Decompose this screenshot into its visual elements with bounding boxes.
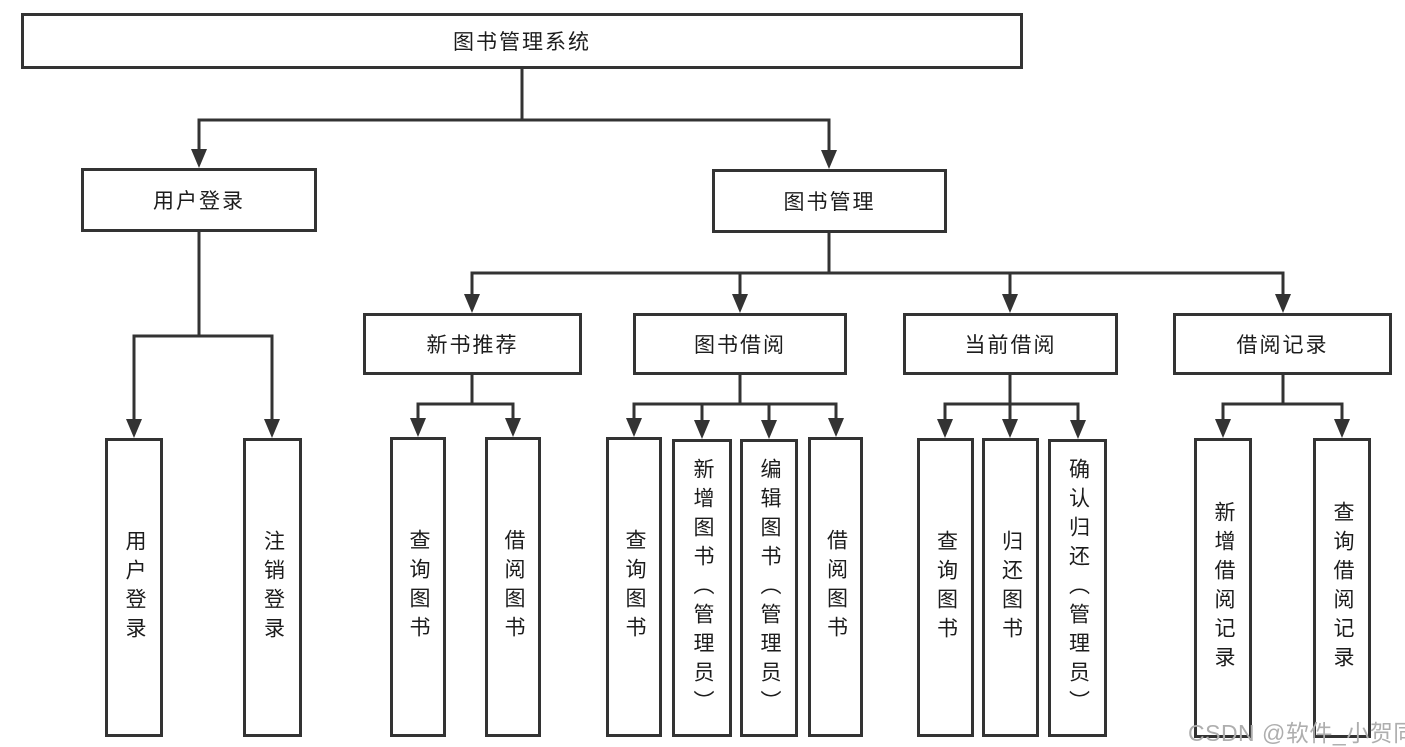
node-label: 用户登录: [153, 190, 245, 213]
node-label: 查询图书: [934, 529, 958, 646]
node-label: 注销登录: [261, 529, 285, 646]
node-label: 当前借阅: [964, 334, 1057, 357]
node-label: 查询图书: [407, 529, 430, 645]
node-book-borrow: 图书借阅: [633, 313, 847, 375]
node-label: 确认归还（管理员）: [1066, 457, 1090, 719]
node-label: 新增图书（管理员）: [691, 457, 714, 719]
leaf-cb-confirm-return-admin: 确认归还（管理员）: [1048, 439, 1107, 737]
node-label: 借阅图书: [502, 529, 525, 645]
leaf-bb-query-books: 查询图书: [606, 437, 662, 737]
node-label: 归还图书: [999, 529, 1023, 646]
leaf-cb-query-books: 查询图书: [917, 438, 974, 737]
node-label: 借阅记录: [1236, 334, 1329, 357]
node-label: 查询借阅记录: [1331, 501, 1354, 675]
node-book-management: 图书管理: [712, 169, 947, 233]
leaf-bb-add-books-admin: 新增图书（管理员）: [672, 439, 732, 737]
node-label: 图书管理系统: [453, 31, 591, 54]
leaf-logout: 注销登录: [243, 438, 302, 737]
node-label: 新书推荐: [426, 334, 519, 357]
leaf-br-add-record: 新增借阅记录: [1194, 438, 1252, 738]
node-label: 查询图书: [623, 529, 646, 645]
leaf-bb-edit-books-admin: 编辑图书（管理员）: [740, 439, 798, 737]
node-label: 用户登录: [123, 529, 146, 646]
node-new-book-recommend: 新书推荐: [363, 313, 582, 375]
leaf-user-login: 用户登录: [105, 438, 163, 737]
leaf-bb-borrow-books: 借阅图书: [808, 437, 863, 737]
node-label: 图书借阅: [694, 334, 786, 357]
leaf-nbr-borrow-books: 借阅图书: [485, 437, 541, 737]
node-borrow-records: 借阅记录: [1173, 313, 1392, 375]
node-current-borrow: 当前借阅: [903, 313, 1118, 375]
node-label: 新增借阅记录: [1212, 501, 1235, 675]
leaf-cb-return-books: 归还图书: [982, 438, 1039, 737]
csdn-watermark: CSDN @软件_小贺同学: [1188, 720, 1405, 746]
node-label: 借阅图书: [824, 529, 848, 645]
node-user-login: 用户登录: [81, 168, 317, 232]
leaf-nbr-query-books: 查询图书: [390, 437, 446, 737]
node-root-library-management-system: 图书管理系统: [21, 13, 1023, 69]
leaf-br-query-record: 查询借阅记录: [1313, 438, 1371, 738]
node-label: 编辑图书（管理员）: [758, 457, 781, 719]
node-label: 图书管理: [783, 191, 876, 214]
